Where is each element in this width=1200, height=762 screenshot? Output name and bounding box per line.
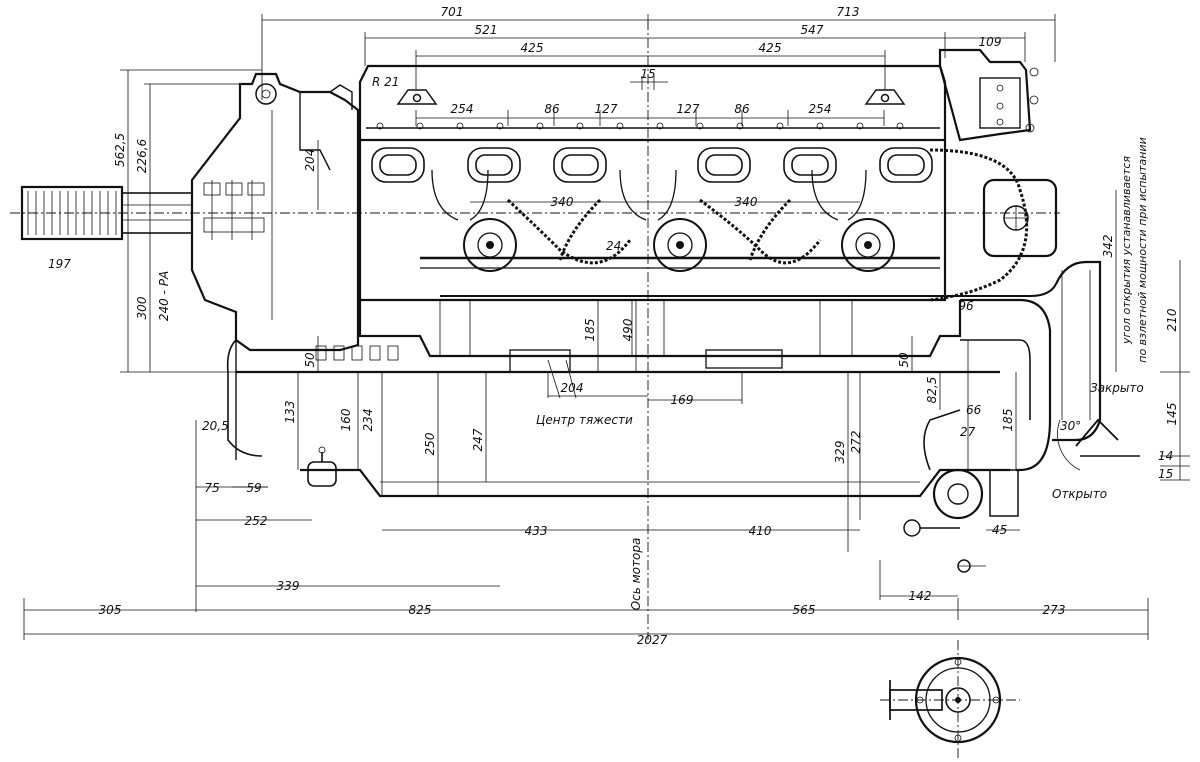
dim-226-6: 226,6: [135, 138, 149, 173]
dim-45: 45: [992, 523, 1007, 537]
dim-234: 234: [361, 409, 375, 432]
dim-109: 109: [979, 35, 1002, 49]
dim-247: 247: [471, 428, 485, 451]
dim-14: 14: [1158, 449, 1173, 463]
throttle-note-line-1: угол открытия устанавливается: [1120, 156, 1133, 345]
dimension-labels: 701 713 521 547 425 425 109 15 R 21 254 …: [48, 5, 1179, 647]
dim-86-right: 86: [734, 102, 750, 116]
dim-127-left: 127: [595, 102, 618, 116]
dim-50-right: 50: [897, 352, 911, 368]
dim-160: 160: [339, 408, 353, 431]
closed-label: Закрыто: [1090, 381, 1144, 395]
dim-565: 565: [793, 603, 816, 617]
dim-185-right: 185: [1001, 409, 1015, 432]
dim-305: 305: [99, 603, 122, 617]
dim-204-cg: 204: [561, 381, 584, 395]
dim-15-right: 15: [1158, 467, 1173, 481]
dim-27: 27: [960, 425, 976, 439]
dim-15: 15: [640, 67, 655, 81]
dim-490: 490: [621, 318, 635, 341]
dim-30-deg: 30°: [1060, 419, 1081, 433]
dim-250: 250: [423, 432, 437, 455]
dim-86-left: 86: [544, 102, 560, 116]
dim-342: 342: [1101, 235, 1115, 258]
dim-96: 96: [958, 299, 974, 313]
engine-body: [20, 48, 1140, 744]
dim-340-left: 340: [551, 195, 574, 209]
dim-142: 142: [909, 589, 932, 603]
dim-425-left: 425: [521, 41, 544, 55]
dim-210: 210: [1165, 308, 1179, 331]
throttle-note-line-2: по взлетной мощности при испытании: [1136, 137, 1149, 362]
reduction-gear-housing: [190, 72, 360, 460]
dim-272: 272: [849, 431, 863, 454]
dim-66: 66: [966, 403, 982, 417]
dim-329: 329: [833, 441, 847, 464]
dim-82-5: 82,5: [925, 377, 939, 404]
magneto-caps: [463, 218, 895, 272]
dim-75: 75: [204, 481, 219, 495]
dim-145: 145: [1165, 403, 1179, 426]
dim-185: 185: [583, 319, 597, 342]
dim-252: 252: [245, 514, 268, 528]
motor-axis-label: Ось мотора: [629, 538, 643, 611]
dim-204-left: 204: [303, 149, 317, 172]
dim-133: 133: [283, 401, 297, 424]
dim-2027: 2027: [637, 633, 668, 647]
dim-521: 521: [475, 23, 498, 37]
dim-254-left: 254: [451, 102, 474, 116]
dim-701: 701: [441, 5, 464, 19]
dim-197-handwritten: 197: [48, 257, 71, 271]
center-lines: [10, 20, 1060, 760]
dim-50-left: 50: [303, 352, 317, 368]
dim-713: 713: [837, 5, 860, 19]
dim-r21: R 21: [372, 75, 399, 89]
dim-254-right: 254: [809, 102, 832, 116]
dim-127-right: 127: [677, 102, 700, 116]
dim-339: 339: [277, 579, 300, 593]
dim-59: 59: [246, 481, 261, 495]
dim-825: 825: [409, 603, 432, 617]
dimension-lines: [23, 14, 1190, 640]
dim-273: 273: [1043, 603, 1066, 617]
annotations: Центр тяжести Ось мотора Закрыто Открыто…: [536, 137, 1149, 610]
dim-425-right: 425: [759, 41, 782, 55]
dim-433: 433: [525, 524, 548, 538]
dim-300: 300: [135, 296, 149, 319]
dim-410: 410: [749, 524, 772, 538]
dim-169: 169: [671, 393, 694, 407]
dim-340-right: 340: [735, 195, 758, 209]
dim-20-5: 20,5: [202, 419, 229, 433]
dim-240-ra: 240 - РА: [157, 271, 171, 321]
accessory-section: [307, 48, 1140, 573]
dim-547: 547: [801, 23, 824, 37]
open-label: Открыто: [1052, 487, 1107, 501]
center-of-gravity-label: Центр тяжести: [536, 413, 633, 427]
dim-24: 24: [606, 239, 621, 253]
dim-562-5: 562,5: [113, 133, 127, 167]
